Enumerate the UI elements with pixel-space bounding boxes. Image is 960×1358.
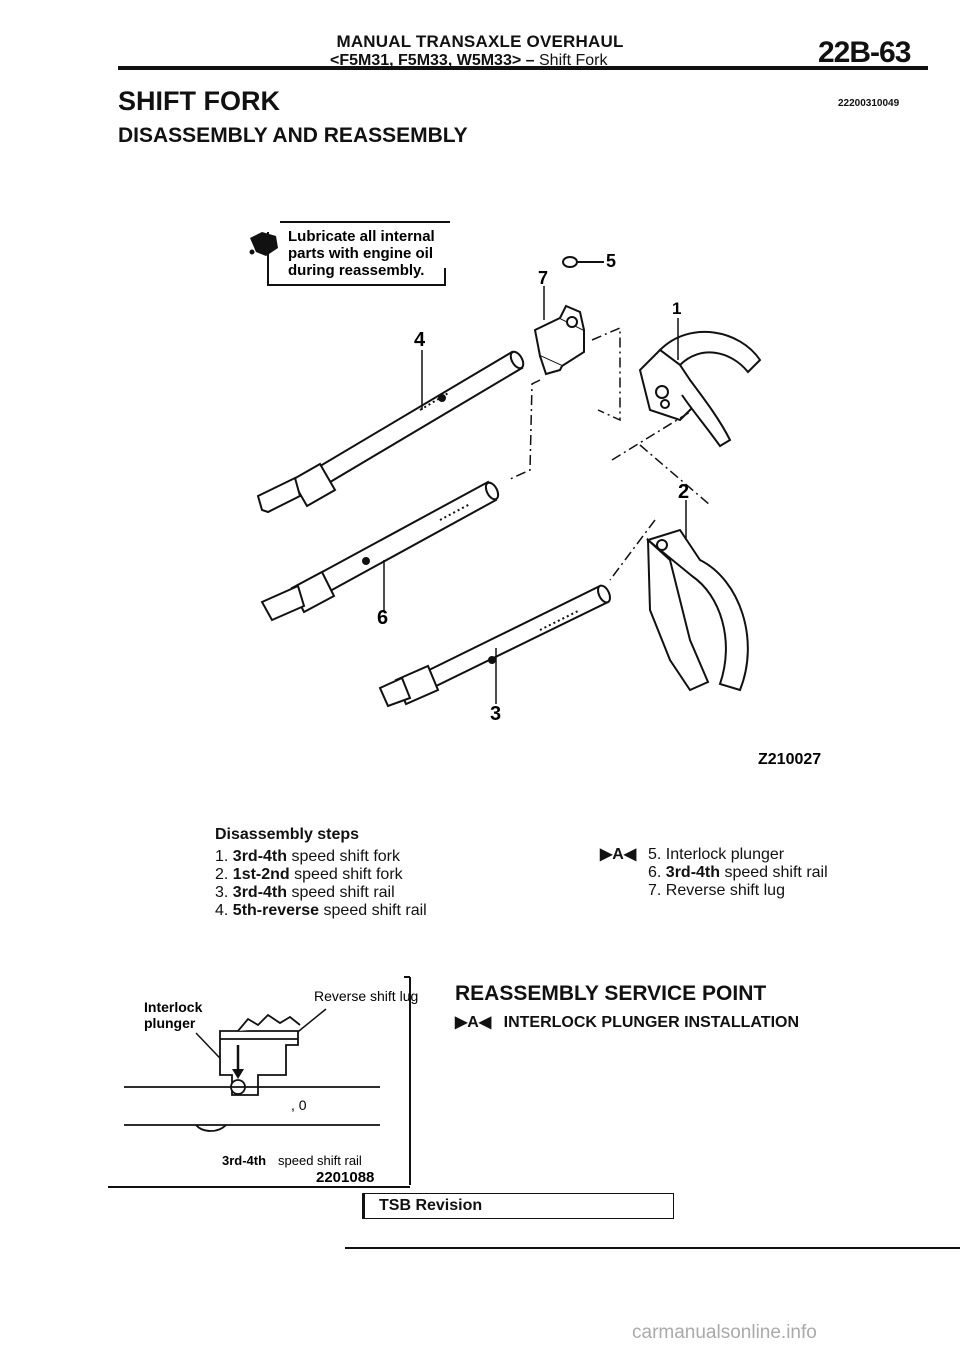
watermark: carmanualsonline.info bbox=[632, 1322, 817, 1343]
step-2: 2. 1st-2nd speed shift fork bbox=[215, 866, 403, 883]
document-code: 22200310049 bbox=[838, 98, 900, 109]
diagram-figure-code: Z210027 bbox=[758, 751, 821, 768]
tsb-revision-box: TSB Revision bbox=[362, 1193, 674, 1219]
lug-cross-section bbox=[219, 1013, 301, 1096]
callout-2: 2 bbox=[678, 481, 689, 503]
label-rail: speed shift rail bbox=[278, 1153, 362, 1168]
step-6: 6. 3rd-4th speed shift rail bbox=[648, 864, 828, 881]
assembly-lines bbox=[507, 326, 711, 581]
service-mark-a: ▶A◀ bbox=[600, 846, 637, 863]
header-rule bbox=[118, 66, 928, 70]
disassembly-steps-title: Disassembly steps bbox=[215, 826, 360, 843]
tsb-revision-label: TSB Revision bbox=[379, 1197, 483, 1214]
lube-note-line3: during reassembly. bbox=[288, 262, 424, 279]
step-5: 5. Interlock plunger bbox=[648, 846, 785, 863]
step-7: 7. Reverse shift lug bbox=[648, 882, 785, 899]
footer-rule bbox=[345, 1247, 960, 1249]
callout-1: 1 bbox=[672, 299, 681, 318]
lube-note-box: Lubricate all internal parts with engine… bbox=[249, 221, 450, 286]
shift-fork-1 bbox=[638, 330, 762, 448]
label-reverse-shift-lug: Reverse shift lug bbox=[314, 988, 418, 1004]
shift-rail-6 bbox=[260, 480, 500, 622]
oil-can-icon bbox=[249, 232, 278, 256]
reverse-shift-lug bbox=[533, 304, 585, 376]
lube-note-line2: parts with engine oil bbox=[288, 245, 433, 262]
leader-lines bbox=[383, 286, 687, 704]
detail-figure-code: 2201088 bbox=[316, 1169, 374, 1186]
shift-fork-2 bbox=[645, 528, 749, 692]
label-plunger: plunger bbox=[144, 1015, 196, 1031]
shift-rail-4 bbox=[256, 350, 525, 514]
reassembly-item: ▶A◀ INTERLOCK PLUNGER INSTALLATION bbox=[455, 1012, 799, 1032]
shift-rail-3 bbox=[378, 584, 611, 708]
page-number: 22B-63 bbox=[818, 36, 911, 69]
exploded-diagram: Lubricate all internal parts with engine… bbox=[249, 221, 821, 768]
label-interlock: Interlock bbox=[144, 999, 203, 1015]
step-3: 3. 3rd-4th speed shift rail bbox=[215, 884, 395, 901]
label-mark: , 0 bbox=[291, 1097, 307, 1113]
main-heading: SHIFT FORK bbox=[118, 86, 280, 116]
rail-cross-section bbox=[124, 1086, 380, 1132]
step-4: 4. 5th-reverse speed shift rail bbox=[215, 902, 427, 919]
section-name: Shift Fork bbox=[539, 52, 608, 69]
section-subtitle: <F5M31, F5M33, W5M33> – Shift Fork bbox=[330, 52, 607, 70]
callout-7: 7 bbox=[538, 268, 548, 288]
reassembly-title: REASSEMBLY SERVICE POINT bbox=[455, 982, 767, 1005]
step-1: 1. 3rd-4th speed shift fork bbox=[215, 848, 400, 865]
reassembly-item-label: INTERLOCK PLUNGER INSTALLATION bbox=[503, 1014, 800, 1031]
callout-6: 6 bbox=[377, 607, 388, 629]
service-mark-a-reassembly: ▶A◀ bbox=[455, 1014, 492, 1031]
sub-heading: DISASSEMBLY AND REASSEMBLY bbox=[118, 124, 468, 147]
model-codes: <F5M31, F5M33, W5M33> bbox=[330, 52, 522, 69]
interlock-plunger-part bbox=[562, 256, 604, 268]
callout-4: 4 bbox=[414, 329, 426, 351]
plunger-detail-figure: Reverse shift lug Interlock plunger , 0 … bbox=[108, 976, 418, 1188]
callout-3: 3 bbox=[490, 703, 501, 725]
label-rail-part: 3rd-4th bbox=[222, 1153, 266, 1168]
lube-note-line1: Lubricate all internal bbox=[288, 228, 435, 245]
callout-5: 5 bbox=[606, 251, 616, 271]
subtitle-dash: – bbox=[525, 52, 535, 69]
manual-title: MANUAL TRANSAXLE OVERHAUL bbox=[336, 32, 624, 51]
